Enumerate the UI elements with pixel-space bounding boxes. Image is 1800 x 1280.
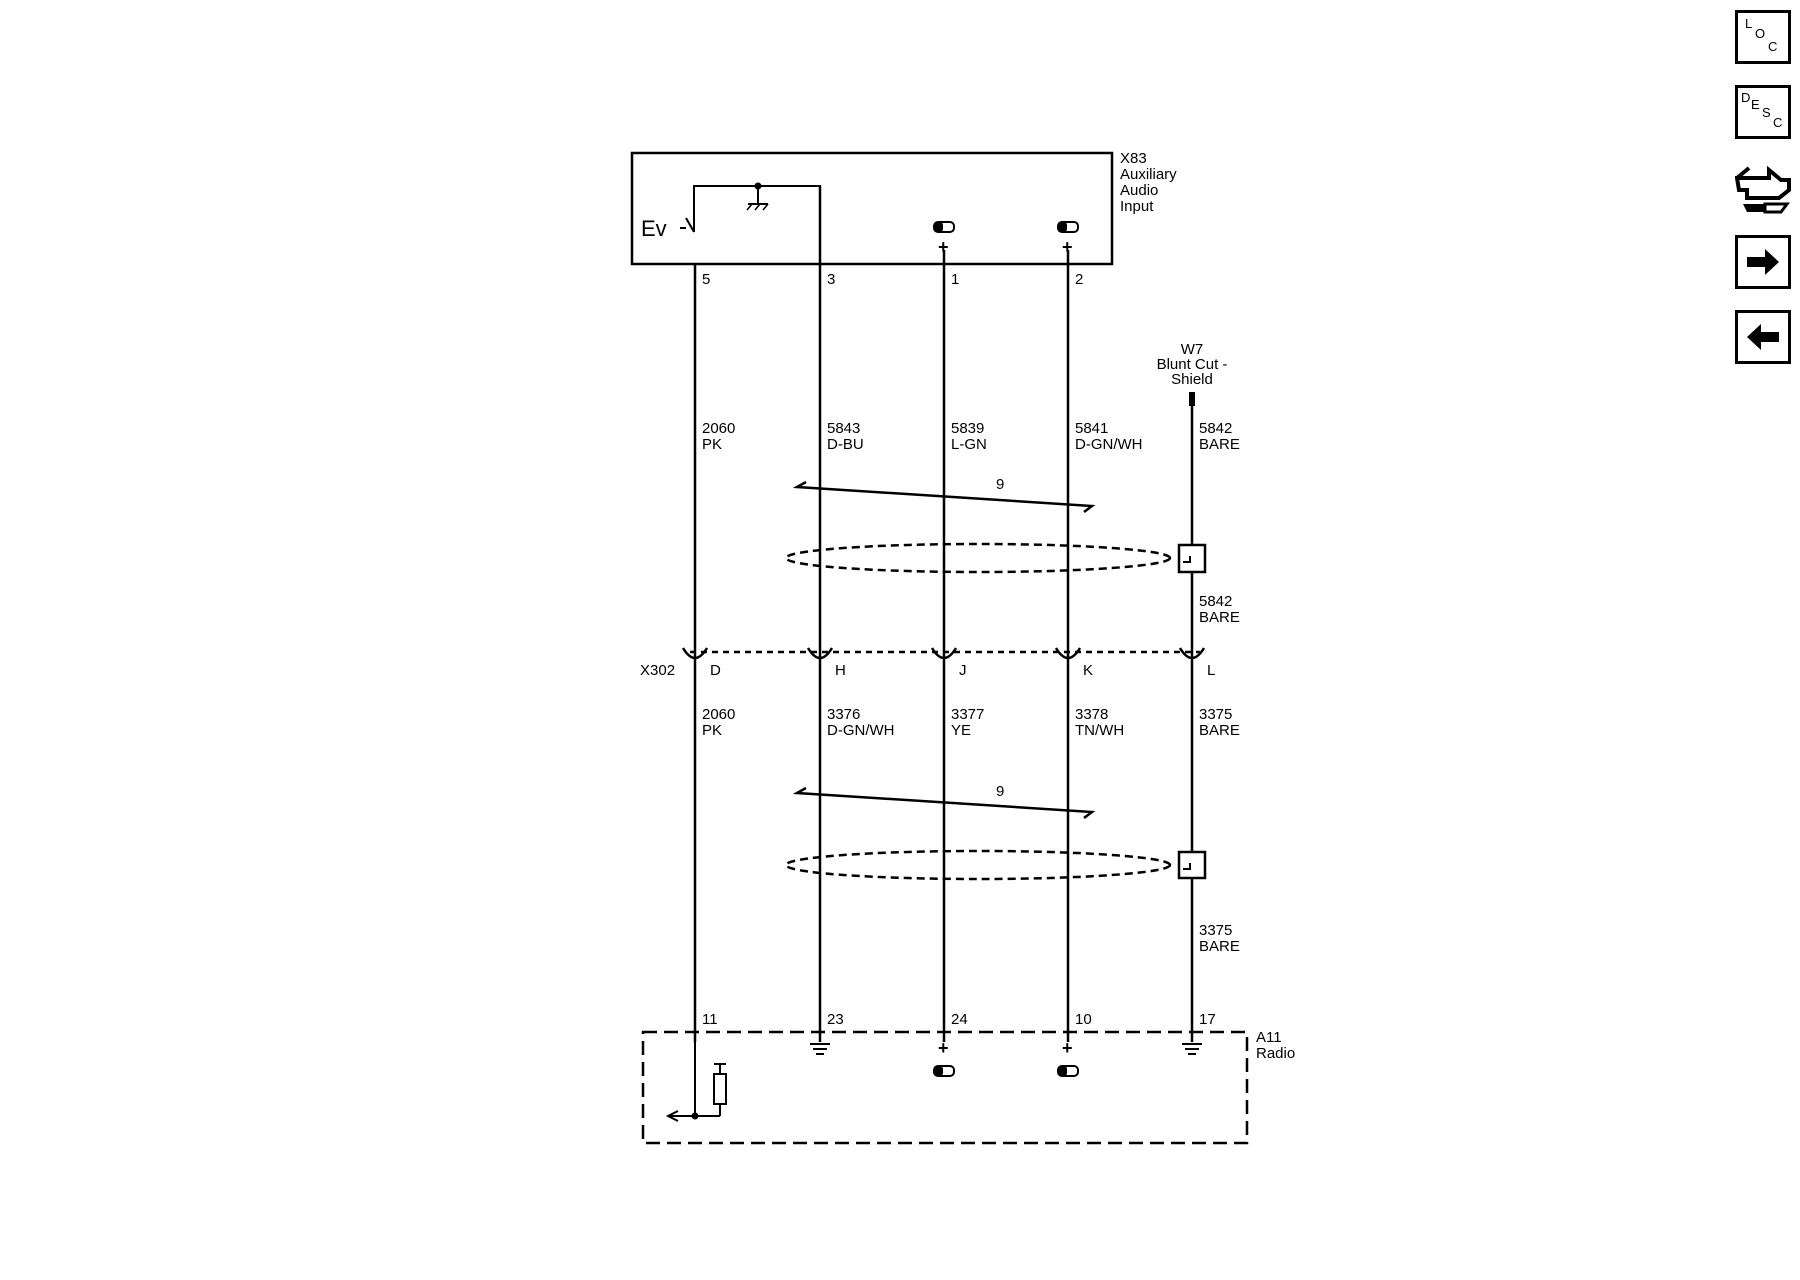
pin-label: 1 bbox=[951, 271, 959, 288]
previous-button[interactable] bbox=[1735, 310, 1791, 364]
radio-pin-label: 11 bbox=[702, 1011, 718, 1028]
x83-name-line-3: Input bbox=[1120, 198, 1154, 215]
shield-lower bbox=[784, 849, 1172, 881]
cavity-label: K bbox=[1083, 662, 1093, 679]
circuit-number: 5841 bbox=[1075, 420, 1108, 437]
wire-color: D-BU bbox=[827, 436, 864, 453]
circuit-number: 5843 bbox=[827, 420, 860, 437]
wire-color: BARE bbox=[1199, 436, 1240, 453]
twist-line-lower bbox=[792, 786, 1096, 819]
radio-pin-label: 24 bbox=[951, 1011, 968, 1028]
next-button[interactable] bbox=[1735, 235, 1791, 289]
pin-label: 5 bbox=[702, 271, 710, 288]
x83-name-line-2: Audio bbox=[1120, 182, 1158, 199]
x83-plus-2: + bbox=[1062, 237, 1073, 257]
desc-letter-e: E bbox=[1751, 97, 1760, 112]
radio-ground-17 bbox=[1182, 1043, 1202, 1055]
radio-ground-23 bbox=[810, 1043, 830, 1055]
loc-button[interactable]: L O C bbox=[1735, 10, 1791, 64]
pin-label: 3 bbox=[827, 271, 835, 288]
twist-label-upper: 9 bbox=[996, 476, 1004, 493]
circuit-number: 3378 bbox=[1075, 706, 1108, 723]
a11-module-box bbox=[641, 1030, 1249, 1145]
connector-info-button[interactable] bbox=[1735, 160, 1791, 214]
twist-line-upper bbox=[792, 480, 1096, 513]
desc-button[interactable]: D E S C bbox=[1735, 85, 1791, 139]
wire-color: D-GN/WH bbox=[827, 722, 895, 739]
x83-id: X83 bbox=[1120, 150, 1147, 167]
cavity-label: L bbox=[1207, 662, 1215, 679]
wire-color: PK bbox=[702, 436, 722, 453]
x83-label: X83 Auxiliary Audio Input bbox=[1120, 150, 1177, 215]
cavity-label: H bbox=[835, 662, 846, 679]
switch-label: Ev bbox=[641, 216, 667, 241]
shield-drain-lower bbox=[1177, 850, 1207, 880]
desc-letter-d: D bbox=[1741, 90, 1750, 105]
cavity-label: D bbox=[710, 662, 721, 679]
x83-switch-blade bbox=[685, 217, 695, 233]
drain-circuit-lower: 3375 bbox=[1199, 922, 1232, 939]
a11-plus-2: + bbox=[1062, 1038, 1073, 1058]
drain-color-lower: BARE bbox=[1199, 938, 1240, 955]
loc-letter-l: L bbox=[1745, 16, 1752, 31]
x83-name-line-1: Auxiliary bbox=[1120, 166, 1177, 183]
wire-color: L-GN bbox=[951, 436, 987, 453]
circuit-number: 5842 bbox=[1199, 420, 1232, 437]
twist-label-lower: 9 bbox=[996, 783, 1004, 800]
drain-circuit-upper: 5842 bbox=[1199, 593, 1232, 610]
wire-color: BARE bbox=[1199, 722, 1240, 739]
description-icon: D E S C bbox=[1735, 85, 1791, 139]
loc-letter-c: C bbox=[1768, 39, 1777, 54]
wire-color: YE bbox=[951, 722, 971, 739]
w7-id: W7 bbox=[1181, 341, 1204, 358]
a11-id: A11 bbox=[1256, 1029, 1282, 1046]
arrow-right-icon bbox=[1735, 235, 1791, 289]
radio-pin-label: 10 bbox=[1075, 1011, 1092, 1028]
w7-name-line-1: Blunt Cut - bbox=[1157, 356, 1228, 373]
connector-info-icon bbox=[1735, 165, 1791, 214]
shield-upper bbox=[784, 542, 1172, 574]
circuit-number: 3376 bbox=[827, 706, 860, 723]
radio-pin-label: 23 bbox=[827, 1011, 844, 1028]
desc-letter-s: S bbox=[1762, 105, 1771, 120]
x83-plus-1: + bbox=[938, 237, 949, 257]
drain-color-upper: BARE bbox=[1199, 609, 1240, 626]
cavity-label: J bbox=[959, 662, 967, 679]
x302-terminals bbox=[681, 647, 1206, 660]
arrow-left-icon bbox=[1735, 310, 1791, 364]
w7-name-line-2: Shield bbox=[1171, 371, 1213, 388]
circuit-number: 5839 bbox=[951, 420, 984, 437]
a11-name: Radio bbox=[1256, 1045, 1295, 1062]
wire-color: TN/WH bbox=[1075, 722, 1124, 739]
wire-color: PK bbox=[702, 722, 722, 739]
circuit-number: 3375 bbox=[1199, 706, 1232, 723]
circuit-number: 2060 bbox=[702, 420, 735, 437]
loc-letter-o: O bbox=[1755, 26, 1765, 41]
desc-letter-c: C bbox=[1773, 115, 1782, 130]
circuit-number: 2060 bbox=[702, 706, 735, 723]
shield-drain-upper bbox=[1177, 543, 1207, 574]
x302-label: X302 bbox=[640, 662, 675, 679]
circuit-number: 3377 bbox=[951, 706, 984, 723]
radio-pin-label: 17 bbox=[1199, 1011, 1216, 1028]
wire-color: D-GN/WH bbox=[1075, 436, 1143, 453]
x83-module-box bbox=[630, 151, 1114, 266]
a11-plus-1: + bbox=[938, 1038, 949, 1058]
location-icon: L O C bbox=[1735, 10, 1791, 64]
radio-detect-circuit bbox=[665, 1042, 727, 1122]
pin-label: 2 bbox=[1075, 271, 1083, 288]
